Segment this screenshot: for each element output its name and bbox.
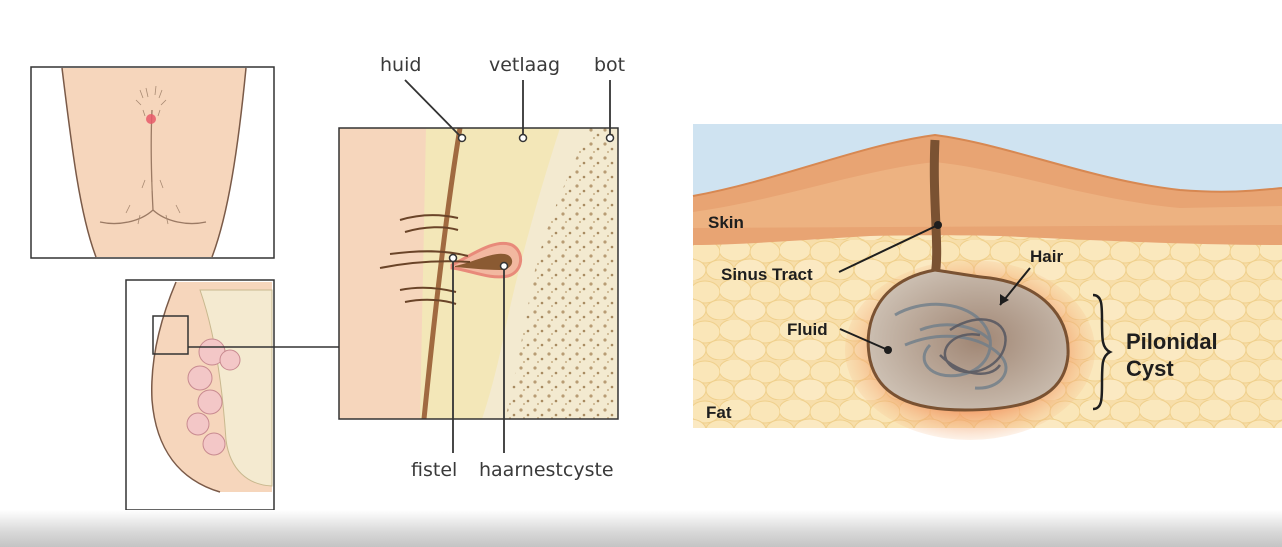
label-skin: Skin <box>708 213 744 232</box>
label-vetlaag: vetlaag <box>489 54 560 76</box>
left-leader-lines <box>404 79 611 453</box>
label-sinus-tract: Sinus Tract <box>721 265 813 284</box>
zoom-box <box>152 315 189 355</box>
sagittal-view-panel <box>125 279 275 511</box>
label-cyst: Cyst <box>1126 356 1174 381</box>
label-pilonidal: Pilonidal <box>1126 329 1218 354</box>
label-haarnestcyste: haarnestcyste <box>479 459 614 481</box>
cyst-brace <box>1092 293 1113 411</box>
label-fistel: fistel <box>411 459 457 481</box>
label-hair: Hair <box>1030 247 1063 266</box>
cross-section-panel <box>692 124 1282 440</box>
label-huid: huid <box>380 54 421 76</box>
label-bot: bot <box>594 54 625 76</box>
left-leader-pins <box>448 133 615 271</box>
frontal-view-panel <box>30 66 275 259</box>
bottom-gradient-bar <box>0 510 1282 547</box>
label-fluid: Fluid <box>787 320 828 339</box>
detail-panel <box>338 127 619 420</box>
lesion-dot <box>146 114 156 124</box>
label-fat: Fat <box>706 403 732 422</box>
right-leader-pins <box>884 221 1009 354</box>
